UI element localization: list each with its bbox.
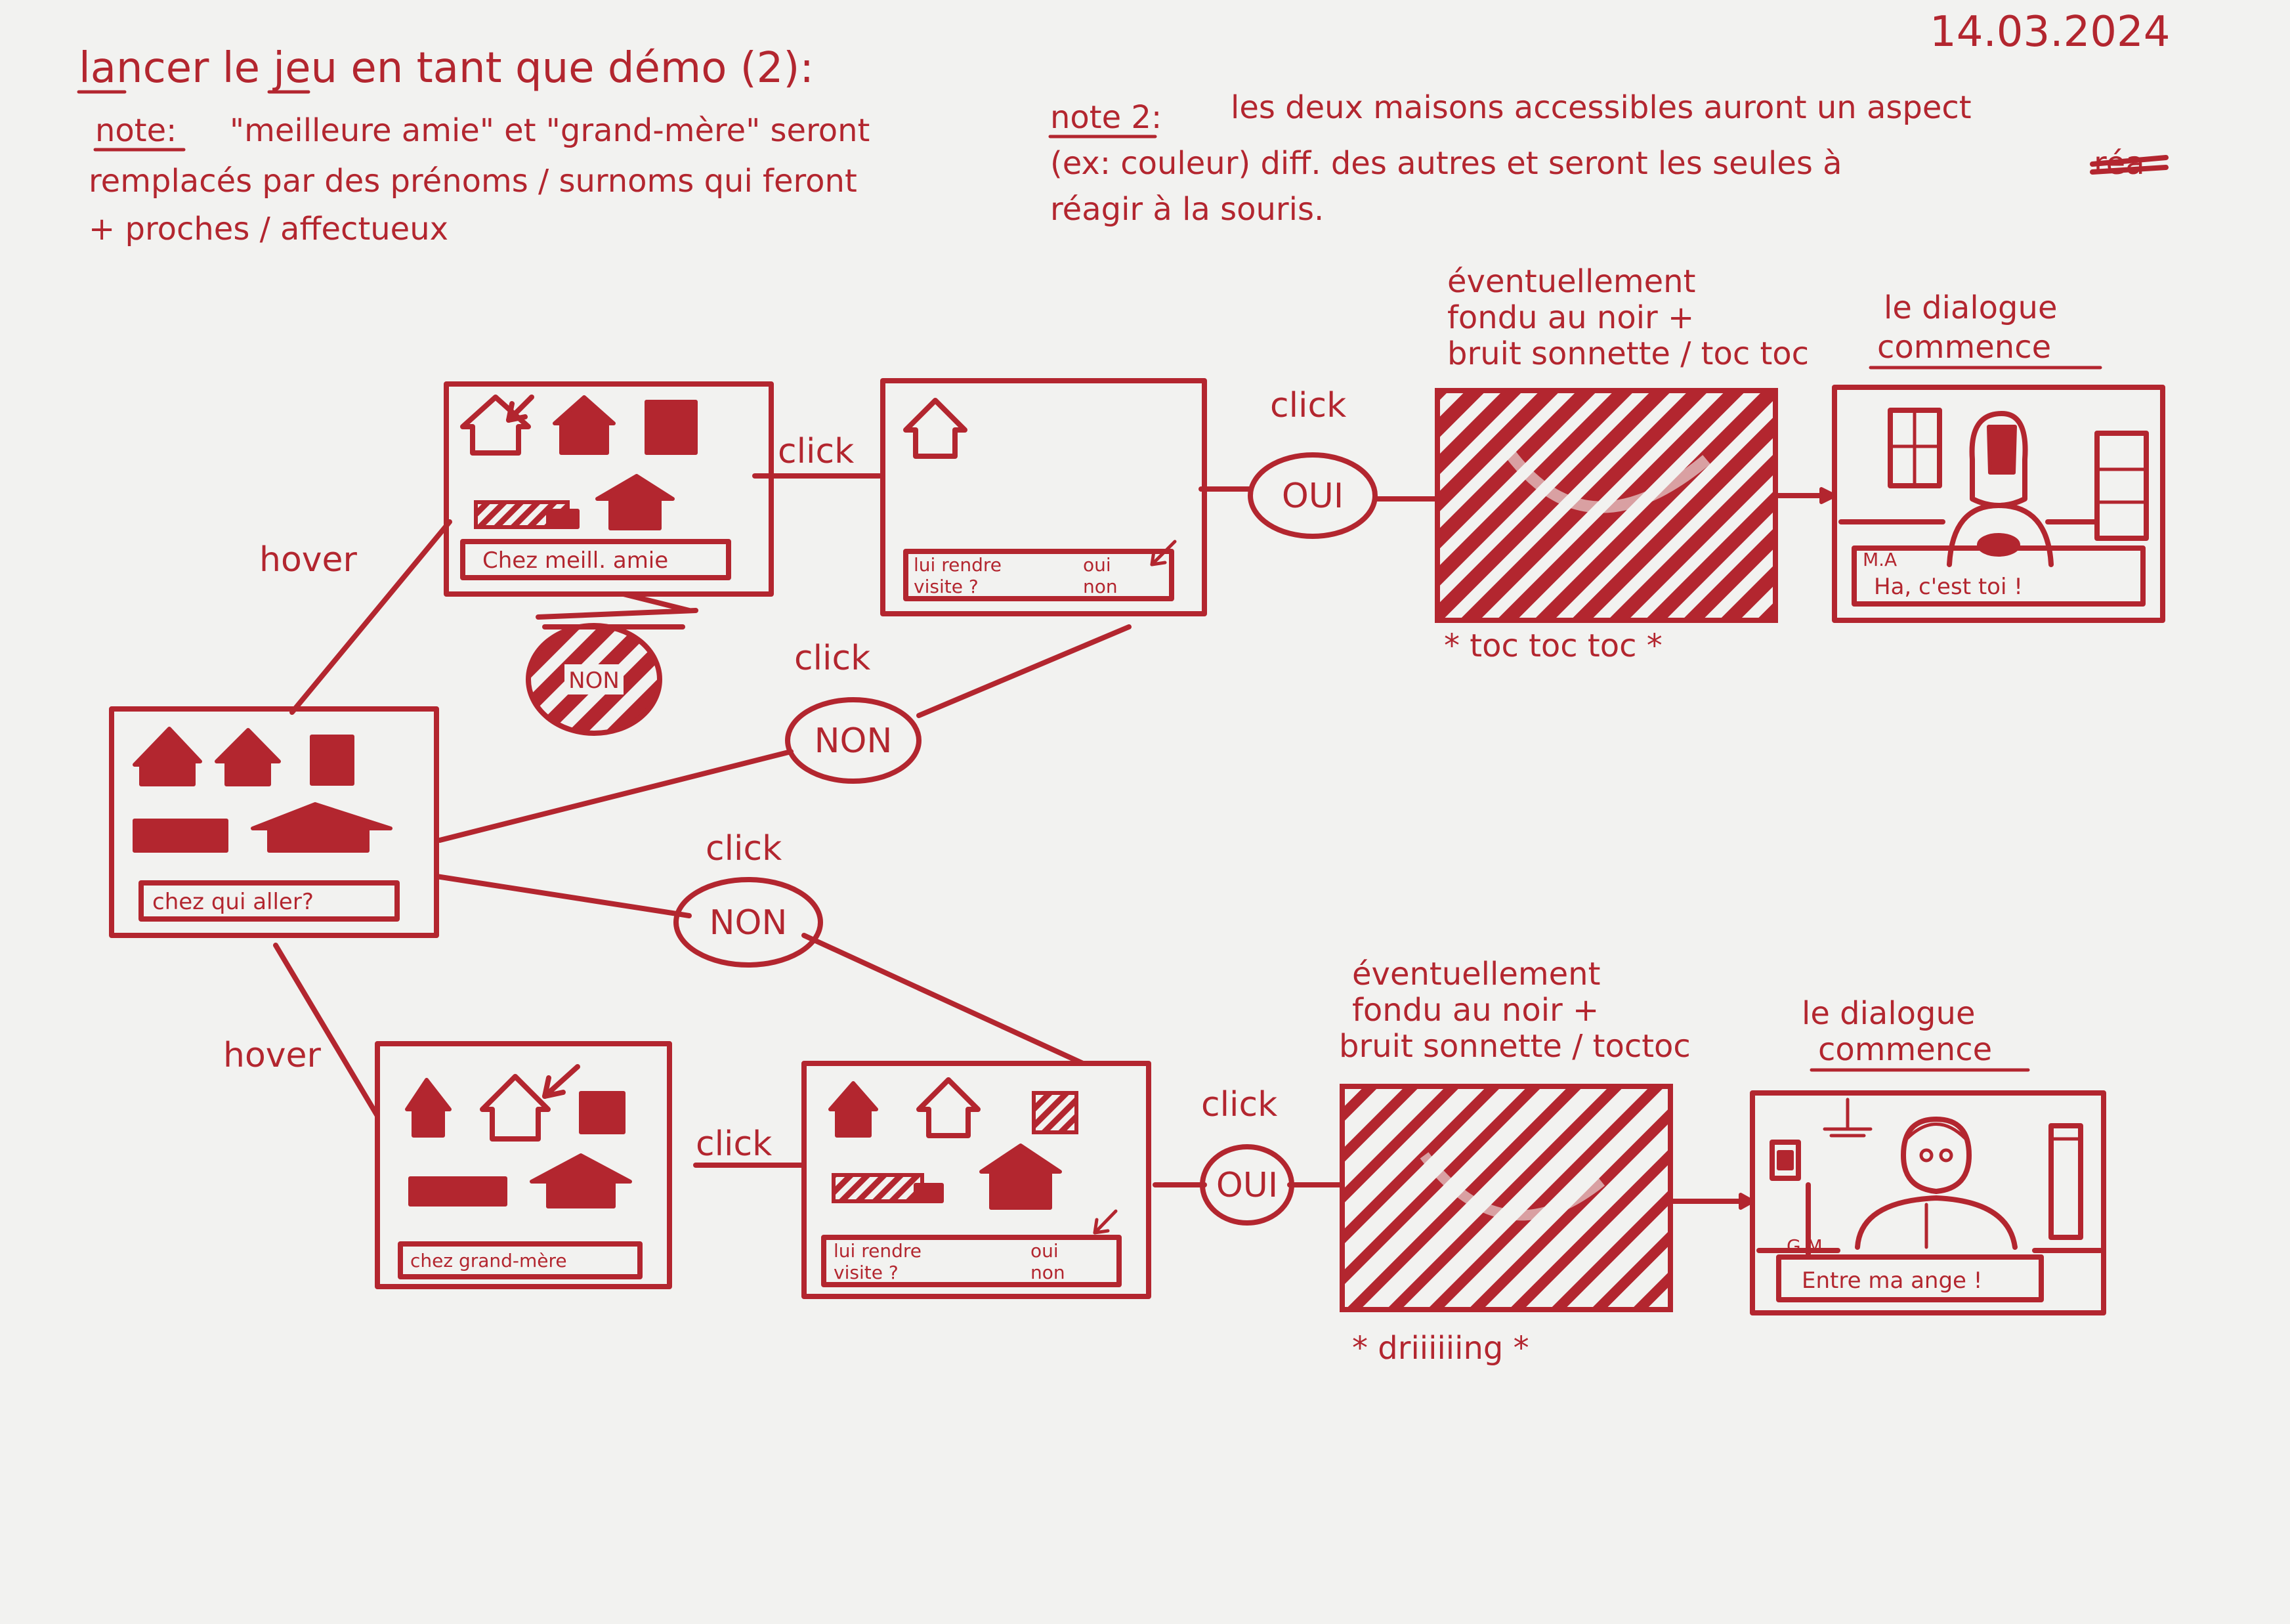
dialogue-top-start-2: commence (1877, 329, 2051, 366)
top-confirm-question-2: visite ? (914, 576, 979, 597)
background-door-icon (2051, 1126, 2081, 1237)
top-confirm-non[interactable]: non (1083, 576, 1118, 597)
note2-label: note 2: (1050, 99, 1162, 136)
house-icon (597, 476, 673, 528)
house-icon (410, 1178, 505, 1205)
edge-label-click-a: click (778, 432, 854, 471)
house-icon (217, 730, 279, 784)
page-title: lancer le jeu en tant que démo (2): (79, 44, 814, 93)
screen-bottom-hover: chez grand-mère (377, 1044, 669, 1287)
transition-bottom: éventuellement fondu au noir + bruit son… (1339, 956, 1691, 1367)
bottom-confirm-non[interactable]: non (1030, 1262, 1065, 1283)
dialogue-bottom-speaker: G.M (1787, 1235, 1823, 1257)
house-icon (555, 397, 614, 453)
house-outline-icon (906, 400, 965, 456)
bottom-confirm-question-1: lui rendre (834, 1240, 922, 1262)
dialogue-bottom: le dialogue commence G.M En (1752, 995, 2104, 1313)
date-label: 14.03.2024 (1930, 8, 2170, 56)
edge-label-click-d: click (706, 829, 782, 868)
note2-line-1: les deux maisons accessibles auront un a… (1231, 89, 1972, 126)
note2-line-2: (ex: couleur) diff. des autres et seront… (1050, 145, 1842, 182)
transition-bottom-caption-2: fondu au noir + (1352, 992, 1599, 1029)
dialogue-top: le dialogue commence M.A Ha, c'est toi ! (1834, 289, 2163, 620)
character-grandmother-icon (1857, 1119, 2015, 1247)
house-icon (834, 1175, 942, 1201)
choice-non-low[interactable]: NON (676, 880, 820, 965)
background-shelf-icon (2097, 433, 2146, 538)
house-icon (253, 804, 391, 851)
edge-label-click-c: click (794, 639, 870, 678)
screen-top-hover: Chez meill. amie (446, 384, 771, 594)
top-confirm-oui[interactable]: oui (1083, 554, 1111, 576)
dialogue-bottom-start-2: commence (1818, 1031, 1992, 1068)
house-icon (312, 737, 352, 784)
dialogue-top-line: Ha, c'est toi ! (1874, 574, 2023, 600)
transition-top-caption-2: fondu au noir + (1447, 299, 1694, 336)
ceiling-lamp-icon (1825, 1100, 1871, 1136)
dialogue-bottom-start-1: le dialogue (1802, 995, 1975, 1032)
character-friend-icon (1949, 414, 2051, 565)
choice-non-struck: NON (528, 594, 696, 733)
transition-bottom-caption-1: éventuellement (1352, 956, 1600, 993)
house-icon (981, 1145, 1060, 1208)
transition-top-caption-1: éventuellement (1447, 263, 1695, 300)
choice-oui-bottom[interactable]: OUI (1202, 1147, 1292, 1223)
note2-line-3: réagir à la souris. (1050, 191, 1324, 228)
choice-non-low-label: NON (710, 903, 788, 943)
start-prompt: chez qui aller? (152, 889, 314, 915)
top-confirm-question-1: lui rendre (914, 554, 1002, 576)
house-icon (135, 821, 226, 851)
transition-top: éventuellement fondu au noir + bruit son… (1437, 263, 1809, 664)
cursor-icon (509, 397, 532, 420)
note1-label: note: (95, 112, 177, 149)
cursor-icon (1095, 1211, 1116, 1233)
choice-oui-bottom-label: OUI (1216, 1166, 1278, 1205)
cursor-icon (545, 1067, 578, 1096)
screen-start: chez qui aller? (112, 709, 436, 935)
house-icon (1034, 1093, 1076, 1132)
bottom-hover-caption: chez grand-mère (410, 1250, 567, 1271)
edge-label-hover-top: hover (259, 540, 358, 580)
house-outline-icon (482, 1077, 548, 1139)
note1-line-2: remplacés par des prénoms / surnoms qui … (89, 163, 857, 200)
background-frame-icon (1772, 1142, 1798, 1178)
header: lancer le jeu en tant que démo (2): 14.0… (79, 8, 2170, 247)
house-icon (135, 729, 200, 784)
choice-non-struck-label: NON (568, 668, 620, 694)
choice-oui-top[interactable]: OUI (1250, 455, 1375, 536)
choice-non-mid[interactable]: NON (788, 700, 919, 781)
edge-label-click-b: click (1270, 386, 1346, 425)
dialogue-bottom-line: Entre ma ange ! (1802, 1268, 1982, 1294)
edge-label-click-f: click (1201, 1085, 1277, 1124)
choice-oui-top-label: OUI (1282, 477, 1344, 516)
dialogue-top-speaker: M.A (1863, 549, 1897, 570)
note1-line-3: + proches / affectueux (89, 211, 448, 247)
house-icon (532, 1155, 630, 1207)
house-outline-icon (463, 397, 528, 453)
edge-label-hover-bottom: hover (223, 1036, 322, 1075)
house-icon (407, 1080, 450, 1136)
top-hover-caption: Chez meill. amie (482, 547, 668, 574)
house-outline-icon (919, 1080, 978, 1136)
house-icon (647, 402, 696, 453)
edge-label-click-e: click (696, 1124, 772, 1164)
bottom-confirm-question-2: visite ? (834, 1262, 899, 1283)
background-window-icon (1890, 410, 1940, 486)
house-icon (830, 1083, 876, 1136)
transition-bottom-caption-3: bruit sonnette / toctoc (1339, 1028, 1691, 1065)
transition-top-caption-3: bruit sonnette / toc toc (1447, 335, 1809, 372)
screen-top-confirm: lui rendre visite ? oui non (883, 381, 1204, 614)
choice-non-mid-label: NON (815, 721, 893, 761)
house-icon (476, 502, 578, 527)
note1-line-1: "meilleure amie" et "grand-mère" seront (230, 112, 870, 149)
screen-bottom-confirm: lui rendre visite ? oui non (804, 1063, 1149, 1296)
bottom-confirm-oui[interactable]: oui (1030, 1240, 1059, 1262)
dialogue-top-start-1: le dialogue (1884, 289, 2057, 326)
house-icon (581, 1093, 624, 1132)
transition-top-sound: * toc toc toc * (1444, 628, 1663, 664)
transition-bottom-sound: * driiiiiing * (1352, 1330, 1529, 1367)
